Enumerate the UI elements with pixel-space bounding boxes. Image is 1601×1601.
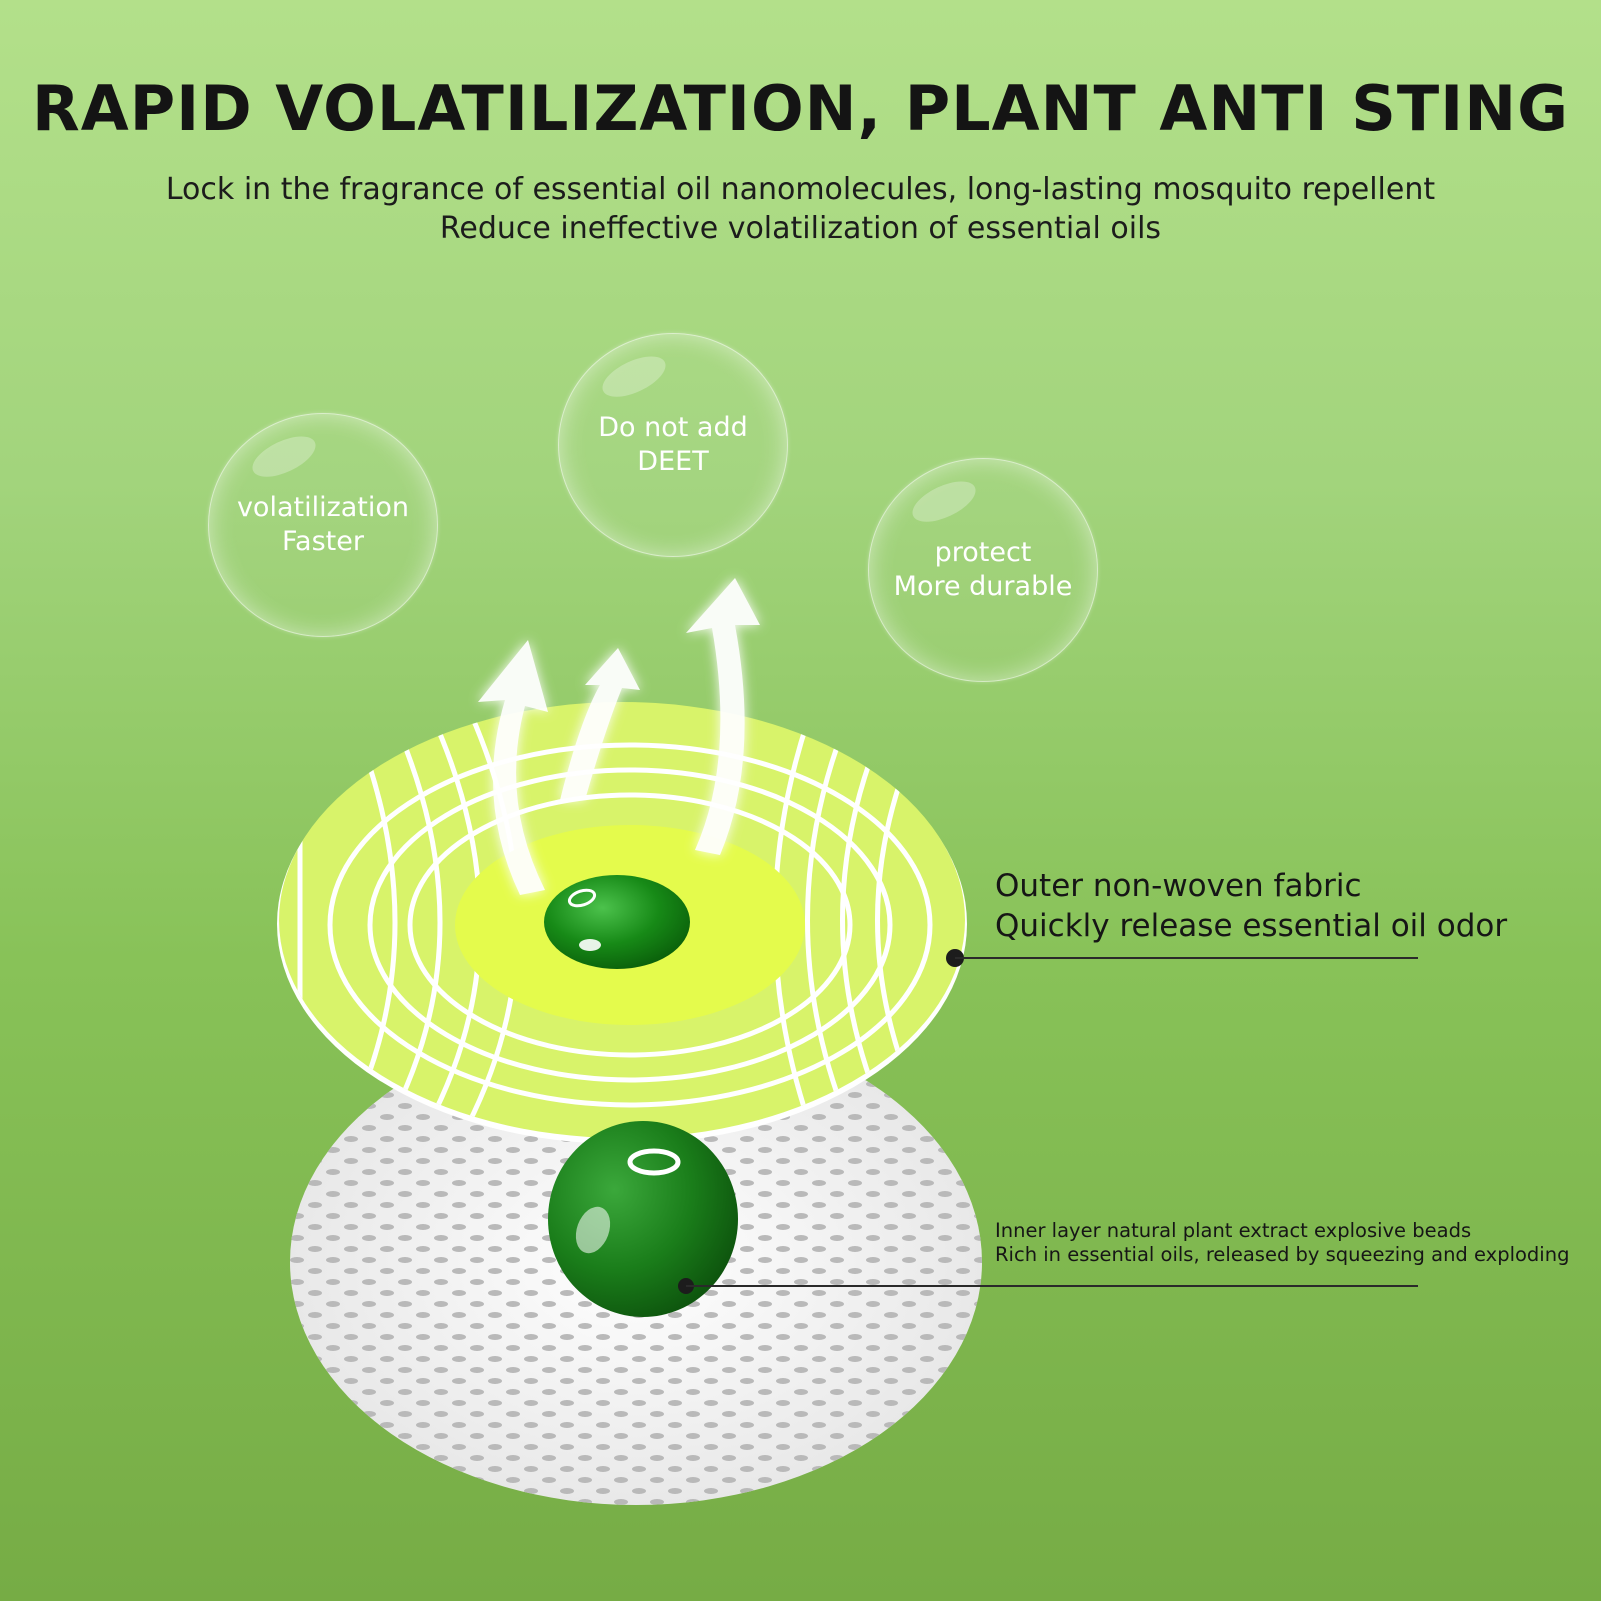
bubble-no-deet: Do not add DEET: [558, 333, 788, 557]
bubble-line: More durable: [893, 571, 1073, 602]
inner-beads-callout: Inner layer natural plant extract explos…: [995, 1219, 1569, 1267]
bottom-bead: [548, 1121, 738, 1317]
subtitle-line-1: Lock in the fragrance of essential oil n…: [165, 172, 1436, 207]
bubble-line: DEET: [637, 446, 709, 477]
callout-text: Inner layer natural plant extract explos…: [995, 1219, 1472, 1242]
bubble-line: protect: [934, 537, 1032, 568]
bubble-line: Do not add: [598, 412, 748, 443]
callout-text: Quickly release essential oil odor: [995, 908, 1508, 944]
bubble-volatilization-faster: volatilization Faster: [208, 413, 438, 637]
bubble-line: Faster: [282, 526, 364, 557]
callout-line-inner: [678, 1278, 1418, 1294]
callout-text: Rich in essential oils, released by sque…: [995, 1243, 1570, 1266]
bubble-line: volatilization: [236, 492, 410, 523]
callout-line-outer: [946, 949, 1418, 967]
aroma-arrows: [478, 578, 760, 895]
subtitle-line-2: Reduce ineffective volatilization of ess…: [439, 211, 1162, 246]
outer-fabric-callout: Outer non-woven fabric Quickly release e…: [995, 866, 1507, 946]
callout-text: Outer non-woven fabric: [995, 868, 1362, 904]
top-bead: [544, 875, 690, 969]
bubble-protect-durable: protect More durable: [868, 458, 1098, 682]
headline: RAPID VOLATILIZATION, PLANT ANTI STING: [31, 72, 1570, 145]
